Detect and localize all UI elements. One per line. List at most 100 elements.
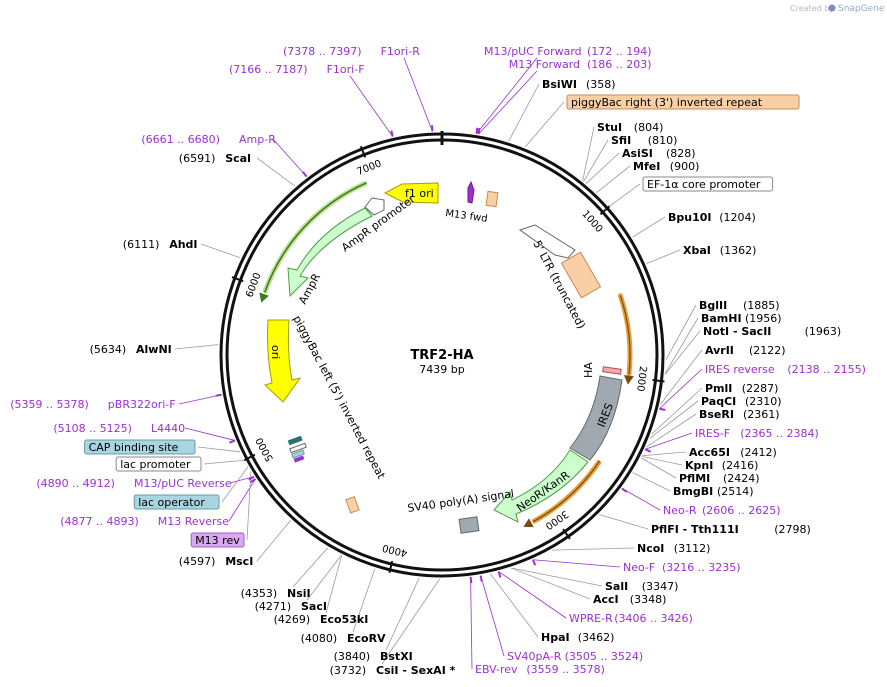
right-label-acci[interactable]: AccI(3348)	[593, 593, 666, 606]
feature-5-ltr[interactable]: 5' LTR (truncated)	[518, 224, 602, 331]
feature-piggybac-left-block[interactable]	[345, 496, 360, 514]
left-label-l4440[interactable]: (5108 .. 5125)L4440	[53, 422, 185, 435]
bottom-label-eco53ki[interactable]: (4269)Eco53kI	[274, 613, 369, 626]
left-label-msci[interactable]: (4597)MscI	[179, 555, 254, 568]
left-label-pbr322ori-f[interactable]: (5359 .. 5378)pBR322ori-F	[10, 398, 175, 411]
amp-arrow-head	[259, 292, 269, 303]
left-label-m13-rev[interactable]: M13 rev	[190, 532, 245, 548]
orf-lower-arrow-head	[523, 518, 534, 528]
right-label-bmgbi[interactable]: BmgBI(2514)	[673, 485, 754, 498]
leader-line	[640, 457, 677, 479]
right-label-neo-r[interactable]: Neo-R(2606 .. 2625)	[663, 504, 781, 517]
leader-line	[510, 567, 591, 600]
feature-ori-label: ori	[269, 345, 282, 359]
label-position: (1956)	[745, 312, 782, 325]
right-label-ef-1-core-promoter[interactable]: EF-1α core promoter	[642, 176, 774, 192]
label-name: BmgBI	[673, 485, 713, 498]
left-label-scai[interactable]: (6591)ScaI	[179, 152, 251, 165]
label-position: (3348)	[630, 593, 667, 606]
right-label-bpu10i[interactable]: Bpu10I(1204)	[668, 211, 756, 224]
right-label-sali[interactable]: SalI(3347)	[605, 580, 678, 593]
feature-ires[interactable]: IRES	[569, 375, 623, 461]
left-label-alwni[interactable]: (5634)AlwNI	[90, 343, 172, 356]
primer-site-mark	[644, 448, 652, 453]
bottom-label-csii-sexai[interactable]: (3732)CsiI - SexAI *	[330, 664, 456, 677]
top-label-m13-forward[interactable]: M13 Forward(186 .. 203)	[509, 58, 652, 71]
leader-line	[178, 394, 222, 405]
right-label-pflfi-tth111i[interactable]: PflFI - Tth111I(2798)	[651, 523, 811, 536]
label-position: (186 .. 203)	[587, 58, 652, 71]
label-position: (5108 .. 5125)	[53, 422, 132, 435]
leader-line	[585, 152, 620, 184]
right-label-xbai[interactable]: XbaI(1362)	[683, 244, 756, 257]
label-box-text: piggyBac right (3') inverted repeat	[571, 96, 763, 109]
label-box-text: lac operator	[138, 496, 205, 509]
leader-line	[645, 432, 693, 450]
right-label-ncoi[interactable]: NcoI(3112)	[637, 542, 710, 555]
feature-ha[interactable]: HA	[582, 362, 622, 378]
left-label-lac-operator[interactable]: lac operator	[133, 494, 220, 510]
right-label-mfei[interactable]: MfeI(900)	[633, 160, 699, 173]
right-label-noti-sacii[interactable]: NotI - SacII(1963)	[703, 325, 841, 338]
label-name: EBV-rev	[475, 663, 518, 676]
bottom-label-saci[interactable]: (4271)SacI	[255, 600, 327, 613]
feature-ampr[interactable]: AmpR	[287, 207, 373, 306]
right-label-avrii[interactable]: AvrII(2122)	[705, 344, 786, 357]
feature-neor-label: NeoR/KanR	[514, 468, 572, 514]
label-box	[115, 456, 202, 472]
label-position: (4271)	[255, 600, 292, 613]
top-label-m13-puc-forward[interactable]: M13/pUC Forward(172 .. 194)	[484, 45, 652, 58]
snapgene-logo-icon	[828, 4, 836, 12]
feature-piggybac-right-block[interactable]	[485, 190, 499, 208]
leader-line	[665, 304, 697, 360]
bottom-label-ecorv[interactable]: (4080)EcoRV	[301, 632, 386, 645]
right-label-bsiwi[interactable]: BsiWI(358)	[542, 78, 616, 91]
right-label-pmli[interactable]: PmlI(2287)	[705, 382, 778, 395]
right-label-ires-f[interactable]: IRES-F(2365 .. 2384)	[695, 427, 819, 440]
feature-m13-fwd[interactable]: M13 fwd	[445, 180, 489, 225]
feature-f1-ori[interactable]: f1 ori	[383, 182, 439, 204]
feature-ori[interactable]: ori	[264, 319, 302, 403]
left-label-ahdi[interactable]: (6111)AhdI	[123, 238, 198, 251]
top-label-f1ori-r[interactable]: (7378 .. 7397)F1ori-R	[283, 45, 420, 58]
feature-neor[interactable]: NeoR/KanR	[493, 449, 589, 523]
right-label-piggybac-right-3-inverted-repeat[interactable]: piggyBac right (3') inverted repeat	[566, 94, 800, 110]
right-label-stui[interactable]: StuI(804)	[597, 121, 663, 134]
leader-line	[660, 349, 703, 405]
top-label-f1ori-f[interactable]: (7166 .. 7187)F1ori-F	[229, 63, 365, 76]
label-name: SalI	[605, 580, 628, 593]
right-label-kpni[interactable]: KpnI(2416)	[685, 459, 758, 472]
right-label-wpre-r[interactable]: WPRE-R(3406 .. 3426)	[569, 612, 693, 625]
bottom-label-nsii[interactable]: (4353)NsiI	[241, 587, 311, 600]
right-label-asisi[interactable]: AsiSI(828)	[622, 147, 696, 160]
right-label-hpai[interactable]: HpaI(3462)	[541, 631, 614, 644]
label-name: AsiSI	[622, 147, 653, 160]
feature-piggybac-left-label[interactable]: piggyBac left (5') inverted repeat	[290, 313, 388, 481]
right-label-bglii[interactable]: BglII(1885)	[699, 299, 780, 312]
label-position: (6661 .. 6680)	[141, 133, 220, 146]
right-label-ires-reverse[interactable]: IRES reverse(2138 .. 2155)	[705, 363, 866, 376]
label-box-text: lac promoter	[120, 458, 191, 471]
right-label-pflmi[interactable]: PflMI(2424)	[679, 472, 760, 485]
label-name: PflMI	[679, 472, 710, 485]
primer-site-mark	[497, 571, 502, 578]
right-label-paqci[interactable]: PaqCI(2310)	[701, 395, 782, 408]
bottom-label-bstxi[interactable]: (3840)BstXI	[334, 650, 413, 663]
left-label-amp-r[interactable]: (6661 .. 6680)Amp-R	[141, 133, 276, 146]
leader-line	[524, 101, 565, 148]
right-label-sv40pa-r[interactable]: SV40pA-R(3505 .. 3524)	[507, 650, 643, 663]
left-label-cap-binding-site[interactable]: CAP binding site	[84, 439, 196, 455]
left-label-m13-reverse[interactable]: (4877 .. 4893)M13 Reverse	[60, 515, 229, 528]
left-label-lac-promoter[interactable]: lac promoter	[115, 456, 202, 472]
leader-line	[470, 577, 473, 670]
right-label-ebv-rev[interactable]: EBV-rev(3559 .. 3578)	[475, 663, 605, 676]
label-position: (1885)	[743, 299, 780, 312]
right-label-acc65i[interactable]: Acc65I(2412)	[689, 446, 777, 459]
right-label-sfii[interactable]: SfiI(810)	[611, 134, 677, 147]
right-label-neo-f[interactable]: Neo-F(3216 .. 3235)	[623, 561, 741, 574]
label-position: (1204)	[719, 211, 756, 224]
label-position: (2412)	[740, 446, 777, 459]
right-label-bamhi[interactable]: BamHI(1956)	[701, 312, 782, 325]
right-label-bseri[interactable]: BseRI(2361)	[699, 408, 780, 421]
left-label-m13-puc-reverse[interactable]: (4890 .. 4912)M13/pUC Reverse	[36, 477, 231, 490]
